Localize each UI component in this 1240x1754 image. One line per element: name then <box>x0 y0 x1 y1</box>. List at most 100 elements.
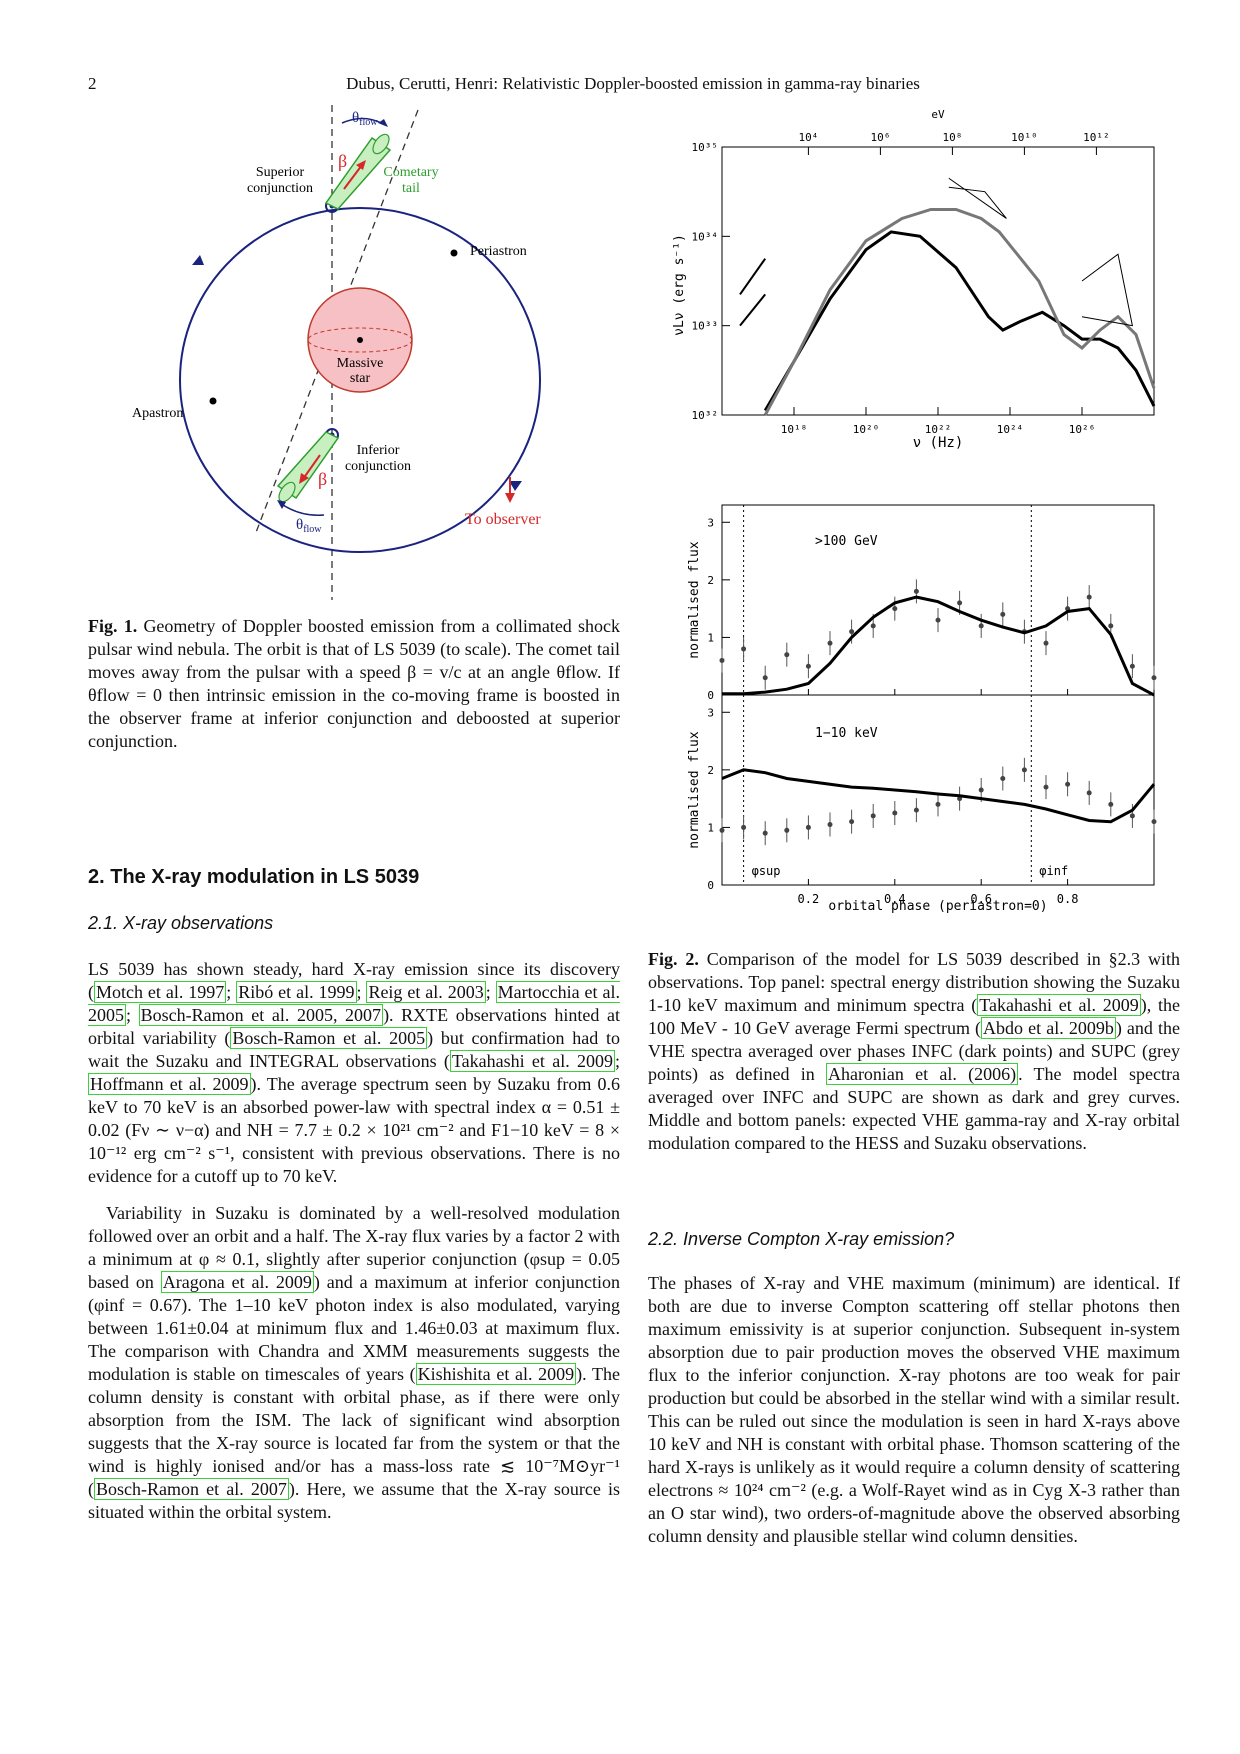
data-point <box>1129 663 1135 669</box>
sed-y-tick-label: 10³⁵ <box>692 141 719 154</box>
data-point <box>827 822 833 828</box>
data-point <box>762 675 768 681</box>
paragraph-3: The phases of X-ray and VHE maximum (min… <box>648 1273 1180 1546</box>
xray-frame <box>721 694 1155 886</box>
citation-link[interactable]: Aharonian et al. (2006) <box>825 1063 1019 1085</box>
vhe-annotation: >100 GeV <box>815 534 878 549</box>
periastron-label: Periastron <box>470 244 527 259</box>
fig1-caption-label: Fig. 1. <box>88 616 138 636</box>
comet-tail-top <box>324 136 392 210</box>
citation-link[interactable]: Reig et al. 2003 <box>366 981 486 1003</box>
sed-x-tick-label: 10²⁶ <box>1069 423 1096 436</box>
star-equator <box>307 327 413 353</box>
sed-x-tick-label: 10²⁴ <box>997 423 1024 436</box>
mod-y-tick-label: 2 <box>707 764 714 777</box>
data-point <box>1108 801 1114 807</box>
xray-y-label: normalised flux <box>687 731 702 849</box>
citation-link[interactable]: Martocchia et al. 2005 <box>88 981 620 1026</box>
sed-top-tick-label: 10⁸ <box>942 131 962 144</box>
model-curve <box>722 595 1155 697</box>
sed-top-tick-label: 10¹² <box>1083 131 1110 144</box>
data-point <box>784 652 790 658</box>
theta-flow-bottom-label: θflow <box>296 517 322 535</box>
orbit-arrow-left <box>192 255 204 265</box>
sed-y-tick-label: 10³⁴ <box>692 230 719 243</box>
citation-link[interactable]: Hoffmann et al. 2009 <box>88 1073 251 1095</box>
sed-y-tick-label: 10³³ <box>692 320 719 333</box>
data-point <box>978 623 984 629</box>
orbit-ellipse <box>179 207 541 553</box>
data-point <box>892 810 898 816</box>
fig1-caption-text: Geometry of Doppler boosted emission fro… <box>88 616 621 751</box>
theta-arc-top-arrowhead <box>378 119 388 127</box>
sed-model-curve <box>763 230 1156 412</box>
citation-link[interactable]: Aragona et al. 2009 <box>160 1271 314 1293</box>
data-point <box>849 819 855 825</box>
data-point <box>870 813 876 819</box>
xray-annotation: 1−10 keV <box>815 726 878 741</box>
beta-top-label: β <box>338 151 347 171</box>
citation-link[interactable]: Ribó et al. 1999 <box>236 981 357 1003</box>
fig2-caption-label: Fig. 2. <box>648 949 699 969</box>
section-title: 2. The X-ray modulation in LS 5039 <box>88 866 420 888</box>
orbital-phase-tick-label: 0.4 <box>884 892 906 906</box>
data-point <box>913 588 919 594</box>
hess-bowtie <box>1081 253 1134 327</box>
citation-link[interactable]: Takahashi et al. 2009 <box>977 994 1141 1016</box>
page-number: 2 <box>88 74 97 93</box>
citation-link[interactable]: Bosch-Ramon et al. 2005 <box>230 1027 428 1049</box>
data-point <box>1086 790 1092 796</box>
modulation-series <box>719 579 1157 846</box>
mod-y-tick-label: 3 <box>707 516 714 529</box>
beta-arrow-bottom <box>302 454 321 480</box>
citation-link[interactable]: Bosch-Ramon et al. 2007 <box>94 1478 289 1500</box>
fermi-bowtie <box>948 177 1007 219</box>
data-point <box>805 663 811 669</box>
data-point <box>1151 819 1157 825</box>
sed-y-tick-label: 10³² <box>692 409 719 422</box>
data-point <box>719 827 725 833</box>
citation-link[interactable]: Kishishita et al. 2009 <box>415 1363 577 1385</box>
suzaku-max-spectrum <box>739 258 767 295</box>
mod-y-tick-label: 0 <box>707 879 714 892</box>
sed-x-tick-label: 10²² <box>925 423 952 436</box>
citation-link[interactable]: Takahashi et al. 2009 <box>449 1050 615 1072</box>
star-center <box>357 337 363 343</box>
data-point <box>935 617 941 623</box>
data-point <box>741 824 747 830</box>
citation-link[interactable]: Motch et al. 1997 <box>94 981 227 1003</box>
theta-arc-bottom <box>279 502 325 516</box>
citation-link[interactable]: Bosch-Ramon et al. 2005, 2007 <box>138 1004 384 1026</box>
mod-y-tick-label: 2 <box>707 574 714 587</box>
data-point <box>849 629 855 635</box>
suzaku-min-spectrum <box>739 293 766 327</box>
data-point <box>1043 640 1049 646</box>
beta-arrowhead-bottom <box>299 473 309 484</box>
orbital-phase-tick-label: 0.2 <box>798 892 820 906</box>
data-point <box>719 657 725 663</box>
data-point <box>870 623 876 629</box>
orbital-phase-tick-label: 0.8 <box>1057 892 1079 906</box>
apastron-dot <box>209 397 217 405</box>
paragraph-2: Variability in Suzaku is dominated by a … <box>88 1203 621 1522</box>
sed-model-curve <box>763 208 1156 416</box>
beta-arrow-top <box>343 164 363 190</box>
beta-arrowhead-top <box>356 160 366 170</box>
citation-link[interactable]: Abdo et al. 2009b <box>981 1017 1116 1039</box>
fig2-caption: Fig. 2. Comparison of the model for LS 5… <box>648 949 1181 1153</box>
data-point <box>913 807 919 813</box>
data-point <box>1043 784 1049 790</box>
data-point <box>892 606 898 612</box>
phase-marker-label: φsup <box>752 864 781 878</box>
running-title: Dubus, Cerutti, Henri: Relativistic Dopp… <box>346 74 920 93</box>
data-point <box>805 824 811 830</box>
mod-y-tick-label: 1 <box>707 631 714 644</box>
sed-top-tick-label: 10⁶ <box>870 131 890 144</box>
